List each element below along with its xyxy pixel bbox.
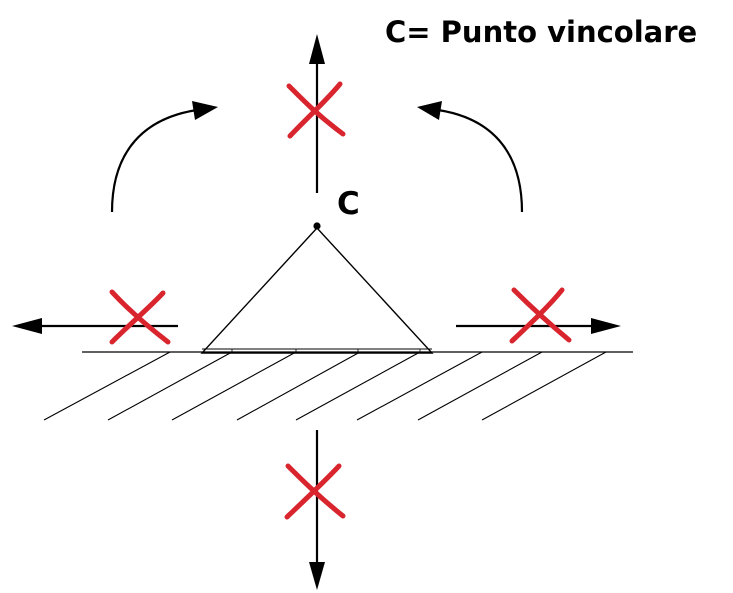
vertical-down-arrow [309, 430, 325, 590]
cross-mark-icon [109, 289, 171, 345]
vertical-up-arrow [309, 34, 325, 193]
horizontal-left-arrow [12, 318, 178, 334]
horizontal-right-arrow [456, 318, 621, 334]
cross-mark-icon [286, 81, 346, 139]
rotation-arrow-right [417, 101, 524, 213]
cross-mark-icon [509, 287, 572, 344]
triangle-support [200, 226, 434, 354]
point-label: C [337, 186, 360, 222]
rotation-arrow-left [110, 101, 218, 213]
cross-mark-icon [284, 463, 346, 520]
diagram-title: C= Punto vincolare [385, 15, 697, 49]
constraint-point [313, 222, 321, 230]
ground-hatching [43, 351, 607, 421]
